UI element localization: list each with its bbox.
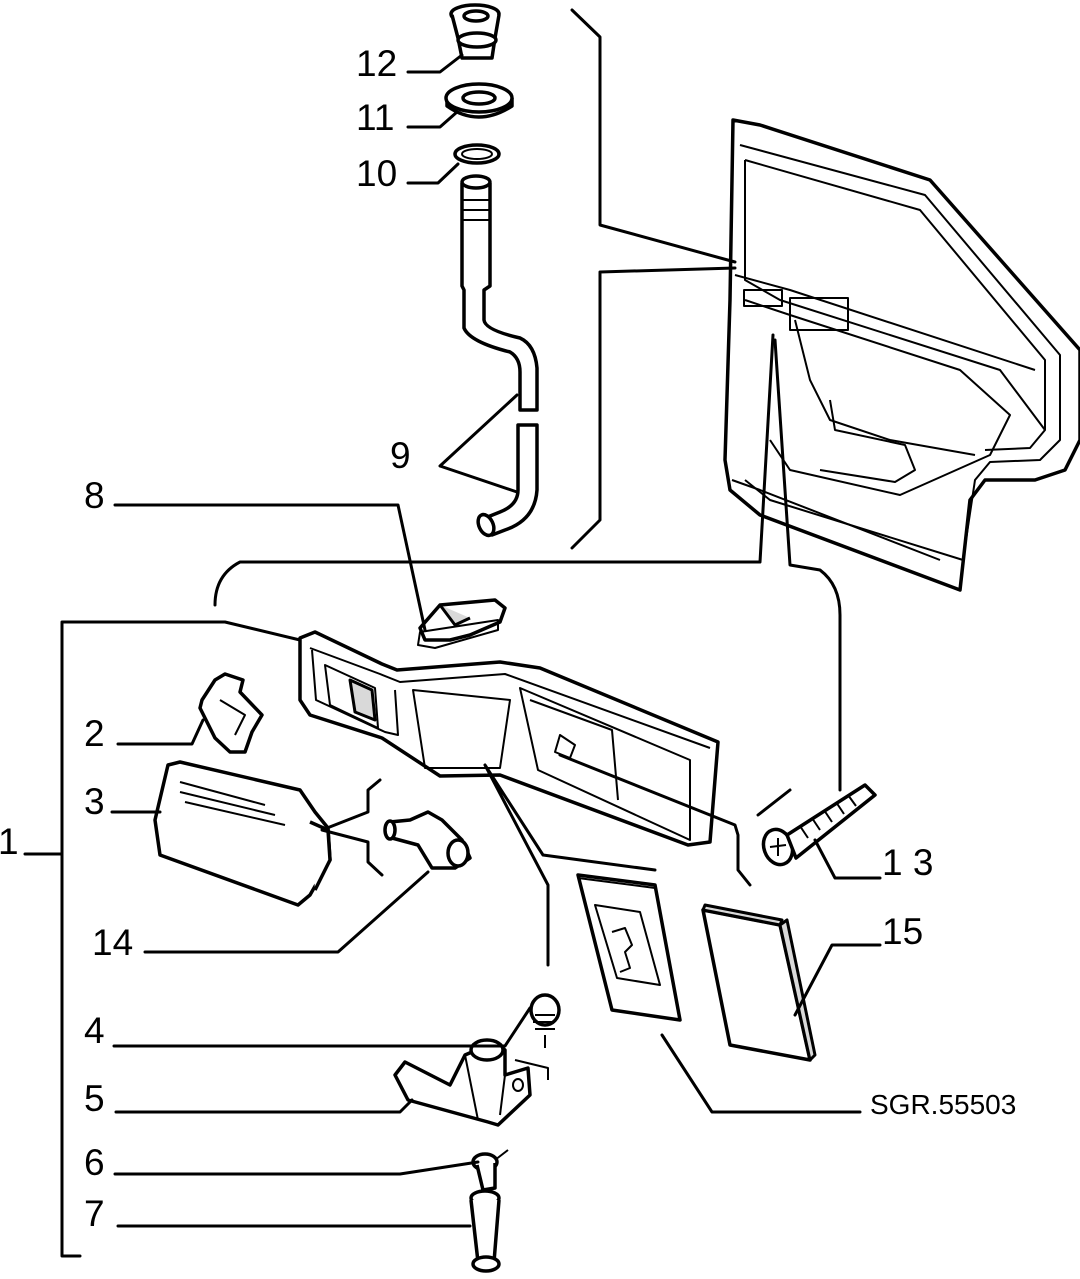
- callout-5: 5: [84, 1078, 105, 1119]
- callout-15: 15: [882, 911, 923, 952]
- callout-6: 6: [84, 1142, 105, 1183]
- part-2-spring-clip: [198, 672, 264, 754]
- callout-leaders: [23, 53, 882, 1258]
- part-15-pad: [701, 903, 817, 1062]
- callout-10: 10: [356, 153, 397, 194]
- part-10-o-ring: [453, 143, 501, 165]
- door-handle-housing: [298, 630, 720, 847]
- part-7-pin: [469, 1189, 501, 1273]
- callout-7: 7: [84, 1193, 105, 1234]
- part-14-knob: [383, 810, 472, 870]
- callout-1: 1: [0, 821, 19, 862]
- part-9-hose: [460, 174, 539, 538]
- part-5-lever-bracket: [393, 1038, 549, 1127]
- part-3-bracket: [320, 778, 384, 877]
- part-6-spring-clip: [471, 1149, 509, 1192]
- callout-2: 2: [84, 713, 105, 754]
- hose-group-bracket: [570, 8, 737, 550]
- part-13-screw: [761, 783, 877, 867]
- mounting-plate: [576, 873, 682, 1022]
- callout-3: 3: [84, 781, 105, 822]
- callout-13: 1 3: [882, 842, 933, 883]
- callout-12: 12: [356, 43, 397, 84]
- screw-bracket: [558, 753, 792, 887]
- plate-leader: [483, 763, 657, 967]
- rear-door-illustration: [723, 118, 1080, 592]
- part-8-clip: [417, 598, 507, 649]
- callout-9: 9: [390, 435, 411, 476]
- door-handle-leader: [213, 333, 775, 607]
- callout-11: 11: [356, 97, 394, 138]
- part-11-grommet: [444, 82, 514, 119]
- drawing-code: SGR.55503: [870, 1089, 1016, 1120]
- part-4-spring: [529, 993, 561, 1048]
- door-screw-leader: [773, 338, 842, 792]
- callout-14: 14: [92, 922, 133, 963]
- callout-4: 4: [84, 1010, 105, 1051]
- part-3-inner-lever: [153, 760, 332, 907]
- callout-8: 8: [84, 475, 105, 516]
- part-12-bushing: [449, 3, 501, 60]
